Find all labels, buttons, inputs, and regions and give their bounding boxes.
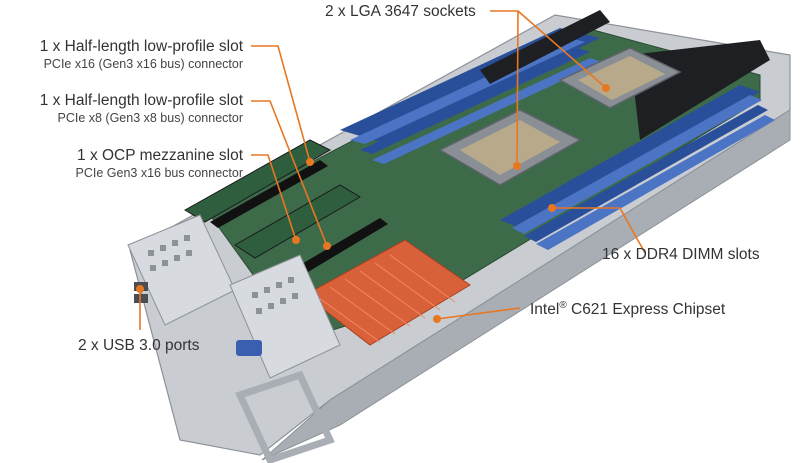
- vga-connector: [236, 340, 262, 356]
- label-pcie-x8-sub: PCIe x8 (Gen3 x8 bus) connector: [57, 111, 243, 125]
- leader-ocp: [251, 154, 297, 241]
- label-usb-title: 2 x USB 3.0 ports: [78, 337, 200, 354]
- label-ocp-sub: PCIe Gen3 x16 bus connector: [75, 166, 243, 180]
- label-ocp-slot: 1 x OCP mezzanine slot PCIe Gen3 x16 bus…: [76, 146, 243, 181]
- label-cpu-sockets-title: 2 x LGA 3647 sockets: [325, 3, 476, 20]
- label-chipset-title: Intel® C621 Express Chipset: [530, 300, 725, 319]
- label-pcie-x16-sub: PCIe x16 (Gen3 x16 bus) connector: [43, 57, 243, 71]
- leader-lines: [139, 10, 646, 330]
- label-ocp-title: 1 x OCP mezzanine slot: [77, 147, 243, 164]
- label-chipset: Intel® C621 Express Chipset: [530, 300, 725, 319]
- chassis-handle: [235, 370, 335, 463]
- riser-card-2: [234, 184, 361, 259]
- pcie-slot-black-1: [210, 160, 328, 228]
- vent-holes: [148, 235, 298, 314]
- usb-port-2: [134, 294, 148, 303]
- label-pcie-x8-slot: 1 x Half-length low-profile slot PCIe x8…: [40, 91, 243, 126]
- leader-chipset: [436, 307, 521, 320]
- leader-slot1: [251, 45, 311, 163]
- pcie-slot-black-2: [300, 218, 388, 272]
- chassis-side-wall: [261, 109, 791, 461]
- leader-dimm: [552, 207, 646, 254]
- leader-slot2: [251, 100, 328, 247]
- label-pcie-x16-title: 1 x Half-length low-profile slot: [39, 38, 243, 55]
- registered-mark: ®: [559, 299, 567, 311]
- chipset-model: C621 Express Chipset: [566, 301, 726, 318]
- label-dimm-slots: 16 x DDR4 DIMM slots: [602, 245, 760, 264]
- label-pcie-x8-title: 1 x Half-length low-profile slot: [39, 92, 243, 109]
- chipset-brand: Intel: [530, 301, 560, 318]
- cpu-socket-1: [438, 109, 582, 186]
- label-dimm-title: 16 x DDR4 DIMM slots: [602, 246, 760, 263]
- leader-dots: [136, 84, 610, 323]
- chipset-heatsink: [304, 239, 471, 346]
- air-shroud-1: [480, 10, 610, 84]
- label-usb-ports: 2 x USB 3.0 ports: [78, 336, 199, 355]
- label-pcie-x16-slot: 1 x Half-length low-profile slot PCIe x1…: [40, 37, 243, 72]
- cpu-socket-2: [558, 47, 682, 109]
- leader-sockets-2: [517, 10, 607, 89]
- label-cpu-sockets: 2 x LGA 3647 sockets: [325, 2, 476, 21]
